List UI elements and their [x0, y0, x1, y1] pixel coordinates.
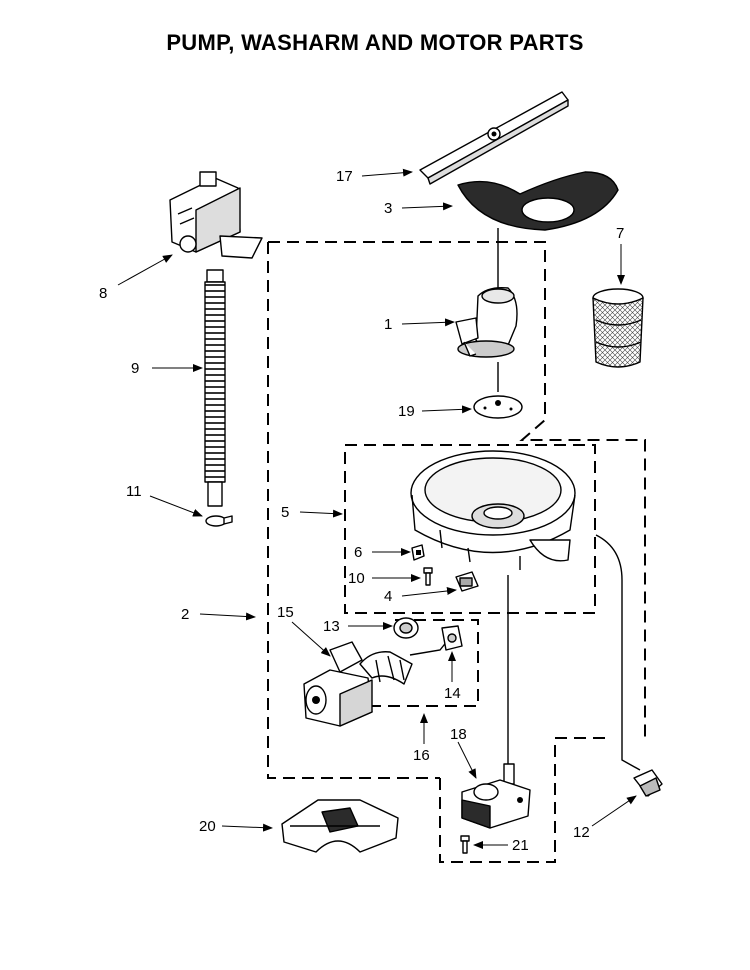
callout-21: 21: [512, 837, 529, 854]
group-box-18: [439, 737, 605, 863]
arrow-11: [149, 495, 203, 517]
callout-labels: 17 3 7 8 1 9 19 11 5 6 10 4 2 15 13 14 1…: [99, 168, 624, 854]
callout-16: 16: [413, 747, 430, 764]
arrow-4: [401, 587, 457, 597]
callout-13: 13: [323, 618, 340, 635]
arrow-18: [457, 741, 477, 779]
base-tray-part: [281, 799, 399, 853]
callout-9: 9: [131, 360, 139, 377]
spray-arm-part: [419, 91, 569, 185]
callout-8: 8: [99, 285, 107, 302]
callout-10: 10: [348, 570, 365, 587]
drain-pump-motor-part: [169, 171, 263, 259]
pump-housing-part: [455, 286, 518, 358]
page-title: PUMP, WASHARM AND MOTOR PARTS: [166, 30, 584, 55]
callout-arrows: [117, 168, 637, 849]
hose-clamp-part: [205, 515, 233, 527]
callout-6: 6: [354, 544, 362, 561]
connector-13: [409, 639, 449, 656]
arrow-1: [401, 318, 455, 327]
group-box-5: [344, 444, 596, 614]
arrow-2: [199, 612, 256, 621]
clip-part: [411, 544, 425, 561]
callout-5: 5: [281, 504, 289, 521]
arrow-20: [221, 823, 273, 832]
circulation-pump-assembly-part: [303, 617, 463, 727]
drain-hose-part: [204, 269, 226, 507]
group-box-16: [372, 619, 479, 707]
callout-20: 20: [199, 818, 216, 835]
callout-18: 18: [450, 726, 467, 743]
callout-15: 15: [277, 604, 294, 621]
callout-17: 17: [336, 168, 353, 185]
callout-7: 7: [616, 225, 624, 242]
arrow-12: [591, 795, 637, 827]
callout-12: 12: [573, 824, 590, 841]
dashed-group-lines: [267, 241, 646, 863]
arrow-19: [421, 405, 472, 414]
callout-2: 2: [181, 606, 189, 623]
small-screw-part: [460, 835, 470, 854]
callout-11: 11: [126, 483, 142, 500]
group-box-2-left: [267, 242, 440, 779]
arrow-17: [361, 168, 413, 177]
callout-4: 4: [384, 588, 392, 605]
callout-1: 1: [384, 316, 392, 333]
group-box-2: [268, 241, 646, 740]
sump-base-part: [410, 450, 576, 570]
callout-19: 19: [398, 403, 415, 420]
screw-part: [423, 567, 433, 586]
arrow-8: [117, 254, 173, 286]
sensor-part: [455, 571, 479, 592]
turbidity-sensor-part: [633, 769, 663, 797]
connector-12: [595, 534, 641, 771]
disk-part: [473, 395, 523, 419]
callout-3: 3: [384, 200, 392, 217]
diverter-motor-part: [461, 763, 531, 829]
arrow-3: [401, 202, 453, 211]
filter-part: [592, 288, 644, 368]
arrow-15: [291, 621, 331, 657]
callout-14: 14: [444, 685, 461, 702]
arrow-5: [299, 509, 343, 518]
shroud-part: [457, 171, 619, 231]
